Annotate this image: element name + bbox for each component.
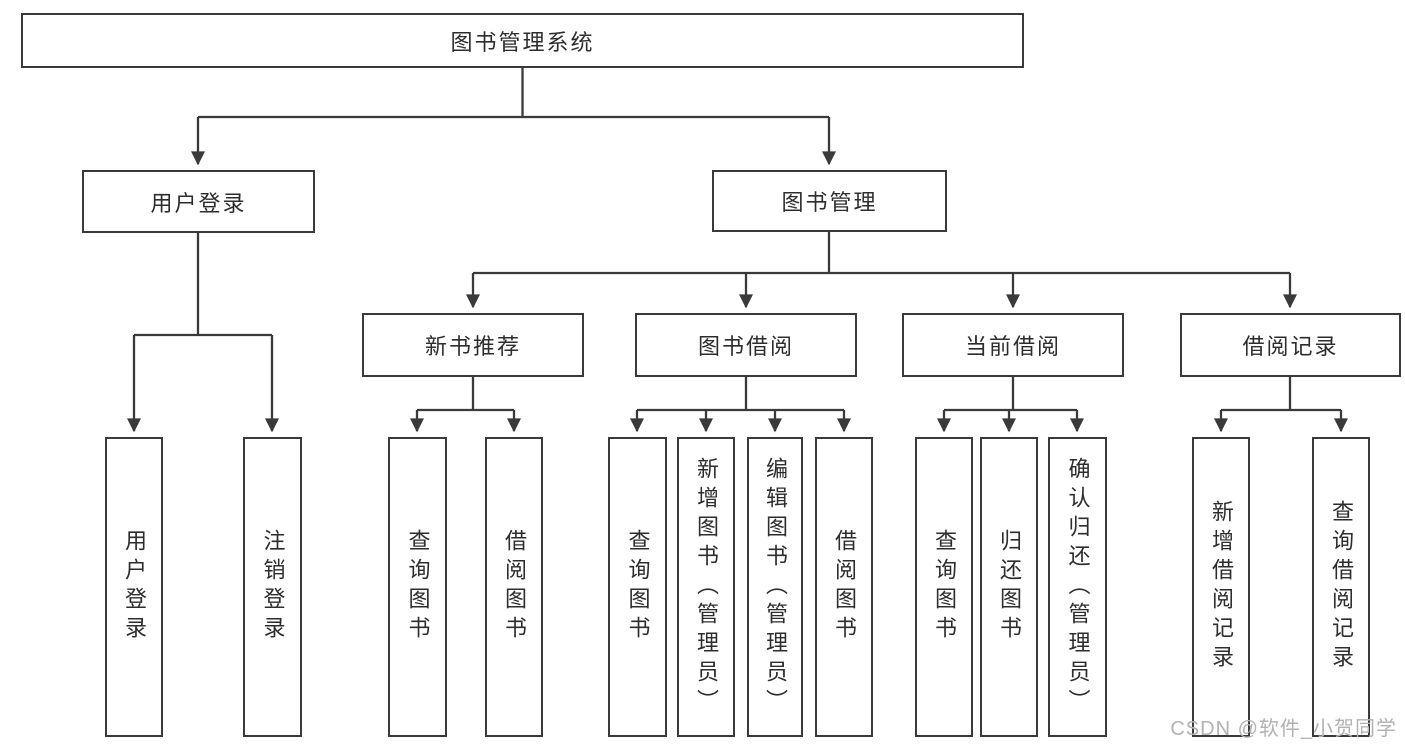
node-label: 图书管理系统 [450, 29, 595, 55]
node-label: 查询图书 [932, 529, 957, 645]
node-label: 新书推荐 [424, 334, 521, 359]
node-label: 借阅记录 [1242, 334, 1339, 359]
node-label: 当前借阅 [964, 334, 1061, 359]
node-leaf-query-books-current: 查询图书 [915, 437, 973, 737]
node-label: 注销登录 [260, 529, 286, 645]
node-label: 新增借阅记录 [1209, 500, 1234, 674]
node-leaf-query-books-borrow: 查询图书 [608, 437, 667, 737]
node-label: 查询借阅记录 [1329, 500, 1354, 674]
node-leaf-add-borrow-record: 新增借阅记录 [1192, 437, 1250, 737]
node-label: 查询图书 [405, 529, 431, 645]
csdn-watermark: CSDN @软件_小贺同学 [1170, 718, 1397, 740]
node-label: 查询图书 [625, 529, 651, 645]
node-label: 图书借阅 [697, 334, 794, 359]
node-leaf-borrow-books-recommend: 借阅图书 [485, 437, 543, 737]
node-label: 用户登录 [122, 529, 147, 645]
node-leaf-return-book: 归还图书 [980, 437, 1038, 737]
node-leaf-confirm-return-admin: 确认归还（管理员） [1048, 437, 1107, 737]
node-leaf-edit-book-admin: 编辑图书（管理员） [747, 437, 803, 737]
node-leaf-query-books-recommend: 查询图书 [388, 437, 447, 737]
node-label: 新增图书（管理员） [694, 456, 719, 718]
node-current-borrowing: 当前借阅 [902, 313, 1124, 377]
node-borrowing-records: 借阅记录 [1180, 313, 1401, 377]
node-new-book-recommend: 新书推荐 [362, 313, 584, 377]
node-leaf-user-login: 用户登录 [105, 437, 163, 737]
node-root: 图书管理系统 [21, 13, 1024, 68]
node-label: 归还图书 [997, 529, 1022, 645]
node-label: 用户登录 [150, 190, 247, 216]
node-label: 图书管理 [781, 190, 878, 215]
node-book-management: 图书管理 [712, 170, 947, 232]
node-label: 确认归还（管理员） [1065, 456, 1091, 718]
node-leaf-borrow-books-borrow: 借阅图书 [815, 437, 873, 737]
node-leaf-query-borrow-record: 查询借阅记录 [1312, 437, 1370, 737]
node-leaf-logout: 注销登录 [243, 437, 302, 737]
node-user-login: 用户登录 [82, 170, 315, 233]
node-leaf-add-book-admin: 新增图书（管理员） [677, 437, 735, 737]
node-label: 借阅图书 [502, 529, 527, 645]
node-label: 借阅图书 [832, 529, 857, 645]
node-label: 编辑图书（管理员） [763, 456, 788, 718]
node-book-borrowing: 图书借阅 [635, 313, 857, 377]
